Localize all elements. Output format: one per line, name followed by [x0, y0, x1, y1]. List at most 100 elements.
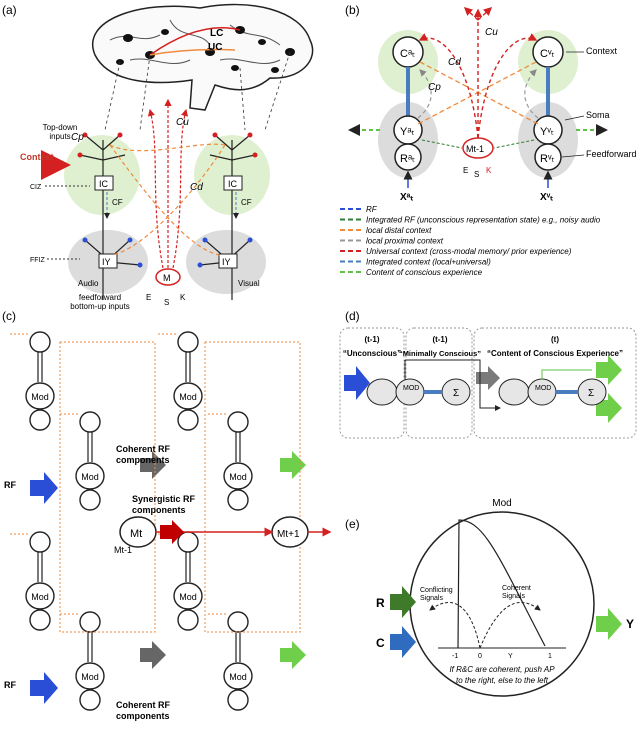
label-cp-b: Cp — [428, 82, 441, 93]
label-k-a: K — [180, 293, 186, 302]
caption-e-1: If R&C are coherent, push AP — [449, 665, 555, 674]
output-arrow — [140, 641, 166, 669]
panel-a: (a) LC UC IC — [2, 3, 314, 311]
label-soma: Soma — [586, 110, 610, 120]
node-yv-t: Yᵛₜ — [540, 126, 554, 138]
r-node — [79, 689, 101, 711]
node-cv-t: Cᵛₜ — [540, 48, 555, 60]
c-node — [79, 411, 101, 433]
caption-e-2: to the right, else to the left — [456, 676, 549, 685]
label-coherent1-a: Coherent RF — [116, 444, 171, 454]
tick-y: Y — [508, 653, 513, 660]
label-uc: UC — [208, 42, 222, 53]
label-m-a: M — [163, 273, 171, 283]
label-rf-2: RF — [4, 680, 16, 690]
rf-arrow-1 — [30, 472, 58, 504]
label-c: C — [376, 636, 385, 650]
label-conflicting-1: Conflicting — [420, 587, 453, 594]
mod-label: Mod — [179, 592, 197, 602]
label-mod-d2: MOD — [535, 385, 551, 392]
label-e-b: E — [463, 166, 468, 175]
mod-node — [173, 582, 203, 610]
label-minimally: “Minimally Conscious” — [399, 349, 481, 358]
sigma-d1: Σ — [453, 388, 459, 399]
mod-node — [223, 462, 253, 490]
label-t1b: (t-1) — [432, 335, 447, 344]
mod-node — [25, 582, 55, 610]
label-mt-c: Mt — [130, 528, 142, 540]
label-cu-a: Cu — [176, 117, 189, 128]
label-t1a: (t-1) — [364, 335, 379, 344]
mod-label: Mod — [31, 592, 49, 602]
label-k-b: K — [486, 166, 492, 175]
c-node — [29, 331, 51, 353]
output-arrow — [280, 451, 306, 479]
r-node — [177, 609, 199, 631]
label-context-b: Context — [586, 46, 618, 56]
panel-d-label: (d) — [345, 309, 360, 323]
brain-nodes — [116, 26, 295, 73]
label-cd-b: Cd — [448, 57, 461, 68]
label-conflicting-2: Signals — [420, 595, 443, 602]
label-unconscious: “Unconscious” — [343, 349, 401, 358]
panel-b-label: (b) — [345, 3, 360, 17]
c-node — [227, 411, 249, 433]
label-mod-d1: MOD — [403, 385, 419, 392]
node-ra-t: Rᵃₜ — [400, 153, 415, 165]
r-node — [227, 489, 249, 511]
panel-e-label: (e) — [345, 517, 360, 531]
label-feedforward: Feedforward — [586, 149, 637, 159]
label-visual: Visual — [238, 279, 260, 288]
label-xv: Xᵛₜ — [540, 192, 553, 203]
sigma-d2: Σ — [588, 388, 594, 399]
label-coherent-2: Signals — [502, 593, 525, 600]
label-context-a: Context — [20, 152, 54, 162]
label-mtm-c: Mt-1 — [114, 545, 132, 555]
mod-label: Mod — [179, 392, 197, 402]
label-t: (t) — [551, 335, 559, 344]
label-s-b: S — [474, 170, 479, 179]
label-mt-b: Mt-1 — [466, 144, 484, 154]
c-node — [227, 611, 249, 633]
label-syn-a: Synergistic RF — [132, 494, 196, 504]
c-arrow — [390, 626, 416, 658]
r-node — [29, 609, 51, 631]
label-ic-right: IC — [228, 179, 238, 189]
label-ff-1: feedforward — [79, 293, 121, 302]
label-ciz: CIZ — [30, 184, 42, 191]
node-ca-t: Cᵃₜ — [400, 48, 415, 60]
legend-label: local proximal context — [366, 237, 444, 246]
label-r: R — [376, 596, 385, 610]
mod-label: Mod — [229, 472, 247, 482]
output-arrow — [140, 451, 166, 479]
label-xa: Xᵃₜ — [400, 192, 413, 203]
label-cf-left: CF — [112, 198, 123, 207]
label-topdown-2: inputs — [49, 132, 70, 141]
r-node — [227, 689, 249, 711]
label-s-a: S — [164, 298, 169, 307]
r-node — [177, 409, 199, 431]
legend-label: RF — [366, 205, 378, 214]
legend-label: Integrated context (local+universal) — [366, 258, 491, 267]
label-e-a: E — [146, 293, 151, 302]
label-audio: Audio — [78, 279, 99, 288]
label-iy-left: IY — [102, 257, 111, 267]
label-cd-a: Cd — [190, 182, 203, 193]
label-lc: LC — [210, 28, 223, 39]
tick-1: 1 — [548, 653, 552, 660]
label-ff-2: bottom-up inputs — [70, 302, 130, 311]
mod-label: Mod — [81, 672, 99, 682]
label-coherent2-a: Coherent RF — [116, 700, 171, 710]
node-rv-t: Rᵛₜ — [540, 153, 555, 165]
tick-minus1: -1 — [452, 653, 458, 660]
label-topdown-1: Top-down — [43, 123, 78, 132]
label-y: Y — [626, 617, 634, 631]
brain-outline — [92, 3, 314, 111]
c-node — [29, 531, 51, 553]
label-rf-1: RF — [4, 480, 16, 490]
panel-e: (e) Mod Conflicting Signals Coherent Sig… — [345, 498, 634, 697]
